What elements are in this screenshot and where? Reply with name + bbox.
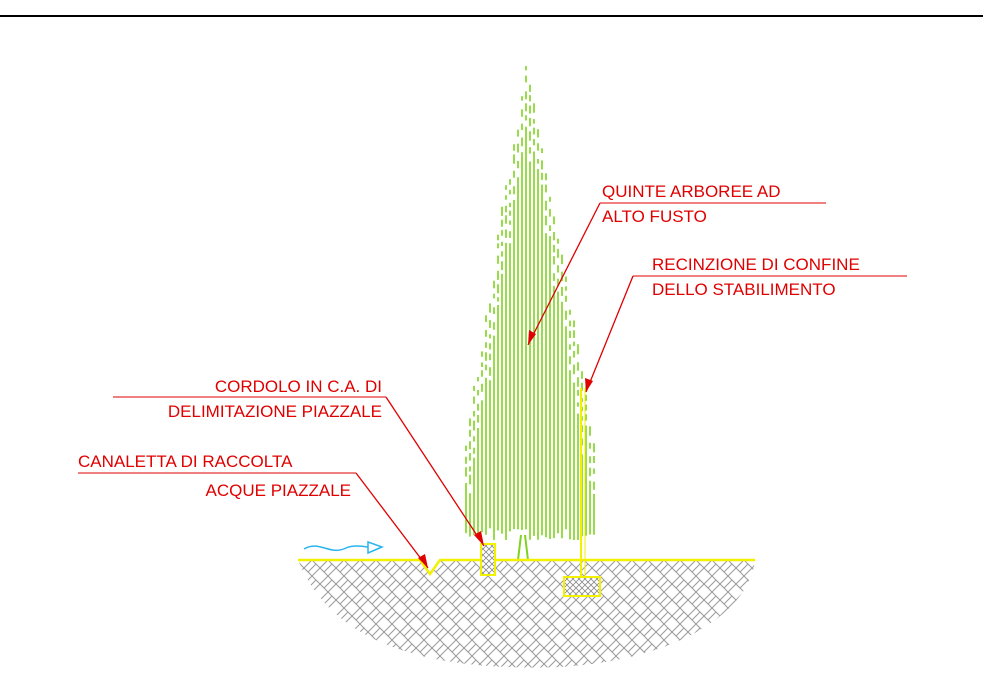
tree-trunk [517,534,529,561]
label-fence-line2: DELLO STABILIMENTO [652,280,836,299]
arrowhead-curb [474,531,484,546]
label-curb-line1: CORDOLO IN C.A. DI [215,377,382,396]
annotation-trees: QUINTE ARBOREE AD ALTO FUSTO [527,182,826,346]
tree-cypress [465,66,595,540]
soil-section [298,560,755,668]
label-fence-line1: RECINZIONE DI CONFINE [652,255,860,274]
leader-channel [355,472,429,569]
leader-fence [585,275,634,393]
label-trees-line1: QUINTE ARBOREE AD [602,182,781,201]
ground-line [298,558,755,577]
annotation-channel: CANALETTA DI RACCOLTA ACQUE PIAZZALE [78,452,429,569]
arrowhead-channel [418,554,428,568]
label-curb-line2: DELIMITAZIONE PIAZZALE [168,402,382,421]
water-flow-arrow-icon [303,540,385,555]
fence-footing [563,576,601,597]
annotation-fence: RECINZIONE DI CONFINE DELLO STABILIMENTO [585,255,907,393]
arrowhead-trees [528,330,536,345]
leader-trees [527,202,601,346]
label-trees-line2: ALTO FUSTO [602,207,707,226]
label-channel-line1: CANALETTA DI RACCOLTA [78,452,293,471]
label-channel-line2: ACQUE PIAZZALE [206,481,351,500]
arrowhead-fence [585,378,593,392]
annotation-curb: CORDOLO IN C.A. DI DELIMITAZIONE PIAZZAL… [113,377,485,547]
concrete-curb [480,543,496,576]
leader-curb [385,396,485,547]
